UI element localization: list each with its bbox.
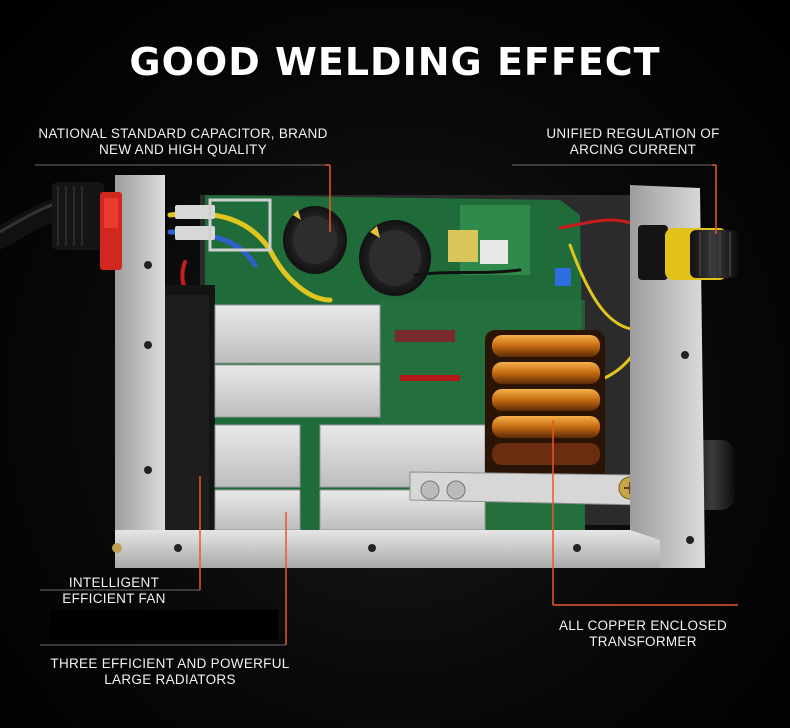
callout-transformer-line1: ALL COPPER ENCLOSED xyxy=(558,618,727,633)
callout-capacitor: NATIONAL STANDARD CAPACITOR, BRAND NEW A… xyxy=(36,126,330,158)
callout-radiators-line1: THREE EFFICIENT AND POWERFUL xyxy=(50,656,290,671)
cooling-fan xyxy=(160,285,215,540)
callout-capacitor-line1: NATIONAL STANDARD CAPACITOR, BRAND xyxy=(38,126,328,141)
callout-fan-line2: EFFICIENT FAN xyxy=(62,591,166,606)
callout-fan: INTELLIGENT EFFICIENT FAN xyxy=(44,575,184,607)
capacitors xyxy=(283,206,431,296)
callout-capacitor-line2: NEW AND HIGH QUALITY xyxy=(98,142,268,157)
page-title: GOOD WELDING EFFECT xyxy=(129,40,661,84)
label-backdrop xyxy=(50,610,278,640)
callout-arcing-line2: ARCING CURRENT xyxy=(569,142,697,157)
callout-fan-line1: INTELLIGENT xyxy=(68,575,160,590)
copper-transformer xyxy=(485,330,605,480)
callout-radiators-line2: LARGE RADIATORS xyxy=(104,672,236,687)
callout-transformer-line2: TRANSFORMER xyxy=(589,634,697,649)
callout-radiators: THREE EFFICIENT AND POWERFUL LARGE RADIA… xyxy=(40,656,300,688)
callout-arcing-line1: UNIFIED REGULATION OF xyxy=(546,126,720,141)
callout-arcing-current: UNIFIED REGULATION OF ARCING CURRENT xyxy=(518,126,748,158)
power-cable xyxy=(0,182,104,250)
heatsinks xyxy=(214,304,486,531)
callout-transformer: ALL COPPER ENCLOSED TRANSFORMER xyxy=(548,618,738,650)
